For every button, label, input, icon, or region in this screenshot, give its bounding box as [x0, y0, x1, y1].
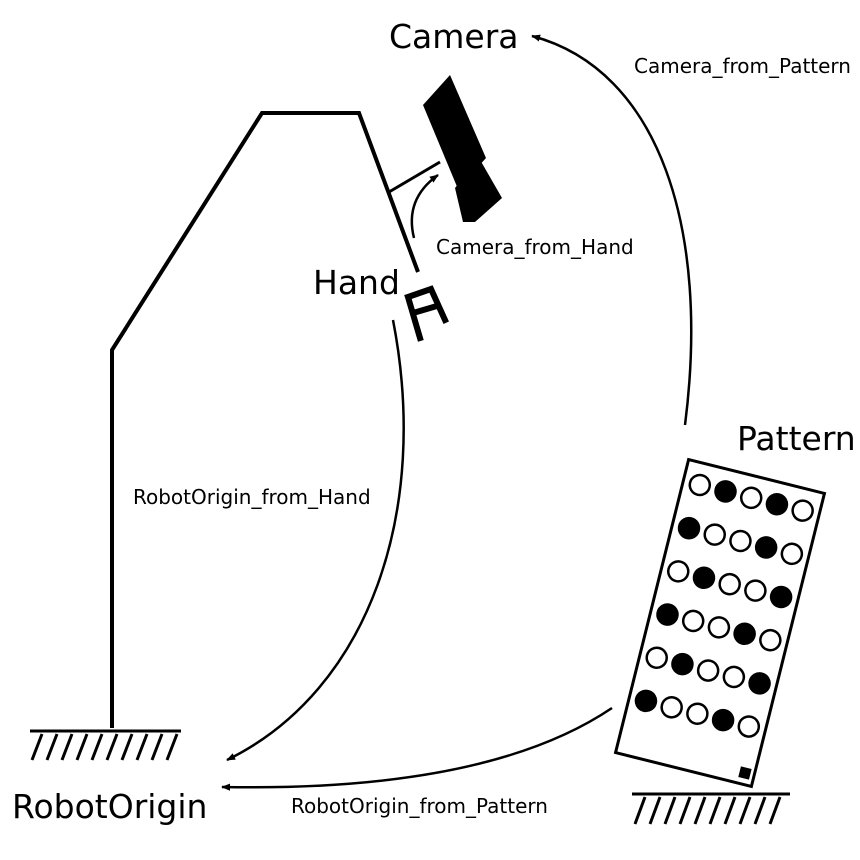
camera-from-hand-label: Camera_from_Hand — [436, 235, 634, 259]
arrow-camera-from-pattern — [531, 34, 693, 426]
camera-label: Camera — [389, 17, 519, 56]
pattern-dot — [692, 566, 716, 590]
calibration-pattern-board — [613, 457, 827, 789]
pattern-label: Pattern — [737, 419, 856, 458]
arrow-robotorigin-from-pattern — [221, 706, 613, 791]
camera-icon — [423, 75, 502, 222]
pattern-dot — [733, 622, 756, 646]
pattern-dot — [711, 708, 735, 732]
pattern-dot — [722, 665, 746, 689]
pattern-dot — [748, 672, 771, 695]
pattern-dot — [718, 572, 741, 596]
pattern-dot — [707, 616, 731, 639]
arrow-robotorigin-from-hand — [226, 319, 405, 762]
pattern-dot — [656, 603, 679, 626]
pattern-dot — [744, 579, 767, 602]
pattern-dot — [765, 492, 789, 516]
pattern-dot — [696, 659, 720, 682]
pattern-corner-mark — [738, 766, 752, 780]
robotorigin-from-hand-label: RobotOrigin_from_Hand — [133, 485, 371, 509]
pattern-dot — [739, 486, 763, 510]
camera-mount — [388, 160, 441, 194]
pattern-dot — [754, 536, 778, 559]
robot-arm — [110, 111, 420, 728]
robot-origin-label: RobotOrigin — [12, 787, 208, 826]
pattern-dot — [791, 499, 814, 522]
pattern-dot — [769, 585, 793, 609]
hand-label: Hand — [313, 263, 400, 302]
pattern-dot — [703, 523, 726, 546]
pattern-dot — [686, 702, 709, 725]
pattern-dot — [634, 689, 658, 713]
pattern-dot — [714, 480, 737, 503]
pattern-dot — [729, 529, 752, 553]
pattern-dot — [688, 473, 712, 497]
pattern-dot — [645, 646, 668, 669]
pattern-ground — [632, 792, 790, 825]
pattern-dot — [660, 696, 683, 719]
pattern-dot — [677, 516, 701, 540]
pattern-dot — [671, 652, 694, 676]
camera-from-pattern-label: Camera_from_Pattern — [634, 54, 851, 78]
robotorigin-from-pattern-label: RobotOrigin_from_Pattern — [291, 794, 548, 818]
pattern-dot — [737, 715, 761, 738]
robot-base-ground — [30, 729, 181, 761]
pattern-dot — [780, 542, 804, 566]
pattern-dot — [681, 609, 705, 633]
pattern-dots — [634, 473, 814, 738]
pattern-dot — [667, 560, 690, 583]
arrow-camera-from-hand — [410, 173, 439, 239]
hand-gripper — [404, 285, 449, 342]
pattern-dot — [759, 628, 782, 652]
